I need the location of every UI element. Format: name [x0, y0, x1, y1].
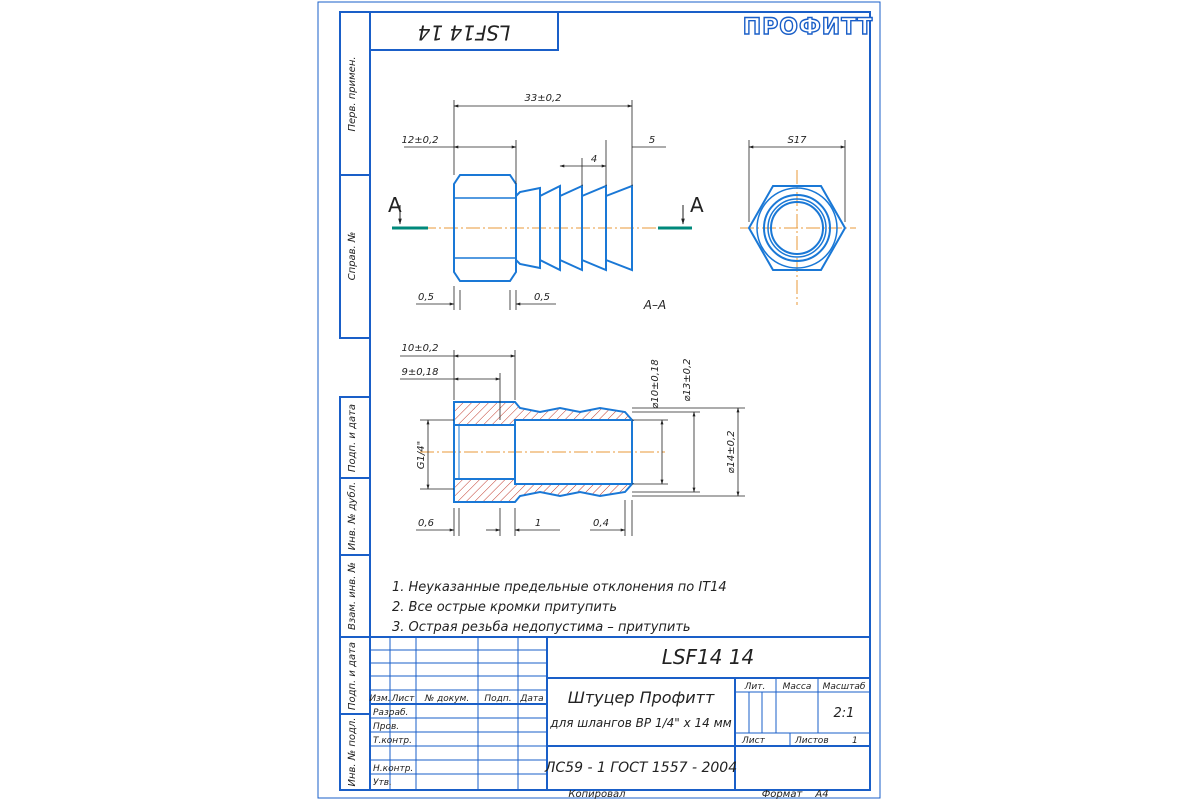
copied-label: Копировал	[568, 789, 626, 800]
side-label: Подп. и дата	[347, 404, 358, 472]
role-label: Т.контр.	[373, 736, 412, 746]
dim-barb-pitch: 4	[591, 154, 597, 165]
role-label: Н.контр.	[373, 764, 413, 774]
side-label: Инв. № дубл.	[346, 482, 358, 550]
dim-chamfer-right: 0,5	[534, 292, 550, 303]
top-view: А А 33±0,2 12±0,2	[388, 93, 704, 312]
section-title: А–А	[643, 298, 666, 312]
role-label: Утв.	[373, 778, 392, 788]
dim-thread: G1/4"	[416, 441, 427, 469]
stamp-top-designation: LSF14 14	[418, 21, 511, 45]
brand-text: ПРОФИТТ	[743, 15, 873, 40]
section-letter: А	[388, 193, 402, 217]
note: 3. Острая резьба недопустима – притупить	[392, 620, 691, 635]
technical-notes: 1. Неуказанные предельные отклонения по …	[392, 580, 727, 635]
role-label: Пров.	[373, 722, 399, 732]
side-label: Инв. № подл.	[347, 718, 358, 787]
barb-body	[515, 186, 541, 270]
dim-right-step: 5	[649, 135, 655, 146]
dim-hex-length: 12±0,2	[401, 135, 438, 146]
title-block: Изм. Лист № докум. Подп. Дата Разраб. Пр…	[369, 636, 870, 790]
dim-step-b: 1	[535, 518, 541, 529]
part-name-detail: для шлангов ВР 1/4" х 14 мм	[549, 716, 731, 730]
mass-label: Масса	[783, 682, 812, 692]
format-label: Формат	[762, 789, 804, 800]
side-label: Справ. №	[347, 232, 358, 281]
dim-d-inner: ⌀10±0,18	[650, 359, 661, 408]
dim-hex-size: S17	[787, 135, 807, 146]
sheet-label: Лист	[741, 736, 766, 746]
sheet-footer: Копировал Формат А4	[568, 789, 828, 800]
brand-logo: ПРОФИТТ	[742, 14, 873, 40]
col-header: № докум.	[424, 694, 469, 704]
side-labels: Перв. примен. Справ. № Подп. и дата Инв.…	[346, 56, 358, 786]
side-label: Взам. инв. №	[347, 562, 358, 630]
section-marker-left: А	[388, 193, 428, 230]
sheets-label: Листов	[794, 736, 829, 746]
col-header: Дата	[519, 694, 543, 704]
format-value: А4	[814, 789, 828, 800]
material: ЛС59 - 1 ГОСТ 1557 - 2004	[544, 760, 737, 776]
section-letter: А	[690, 193, 704, 217]
dim-len-a: 10±0,2	[401, 343, 438, 354]
part-name: Штуцер Профитт	[568, 688, 715, 707]
lit-label: Лит.	[744, 682, 766, 692]
hex-outline	[747, 185, 847, 271]
dim-chamfer-left: 0,5	[418, 292, 434, 303]
col-header: Подп.	[484, 694, 511, 704]
col-header: Лист	[391, 694, 416, 704]
dim-d-mid: ⌀13±0,2	[682, 358, 693, 401]
scale-label: Масштаб	[823, 682, 866, 692]
dim-chamfer-a: 0,6	[418, 518, 434, 529]
scale-value: 2:1	[834, 706, 855, 721]
side-label: Подп. и дата	[347, 642, 358, 710]
hatch-bottom	[453, 478, 635, 503]
note: 2. Все острые кромки притупить	[392, 600, 617, 615]
designation: LSF14 14	[662, 645, 755, 669]
dim-overall: 33±0,2	[524, 93, 561, 104]
dim-d-outer: ⌀14±0,2	[726, 430, 737, 473]
hex-nut-outline	[453, 174, 517, 282]
sheet-frame	[317, 1, 881, 799]
dim-chamfer-c: 0,4	[593, 518, 609, 529]
section-marker-right: А	[658, 193, 704, 230]
hatch-top	[453, 401, 635, 426]
section-view: 10±0,2 9±0,18 G1/4" ⌀10±0,18 ⌀13±0,2 ⌀14…	[400, 343, 745, 536]
role-label: Разраб.	[373, 708, 408, 718]
note: 1. Неуказанные предельные отклонения по …	[392, 580, 727, 595]
hex-end-view: S17	[740, 135, 856, 305]
sheets-value: 1	[852, 736, 858, 746]
col-header: Изм.	[369, 694, 390, 704]
dim-len-b: 9±0,18	[401, 367, 438, 378]
side-label: Перв. примен.	[347, 56, 358, 131]
